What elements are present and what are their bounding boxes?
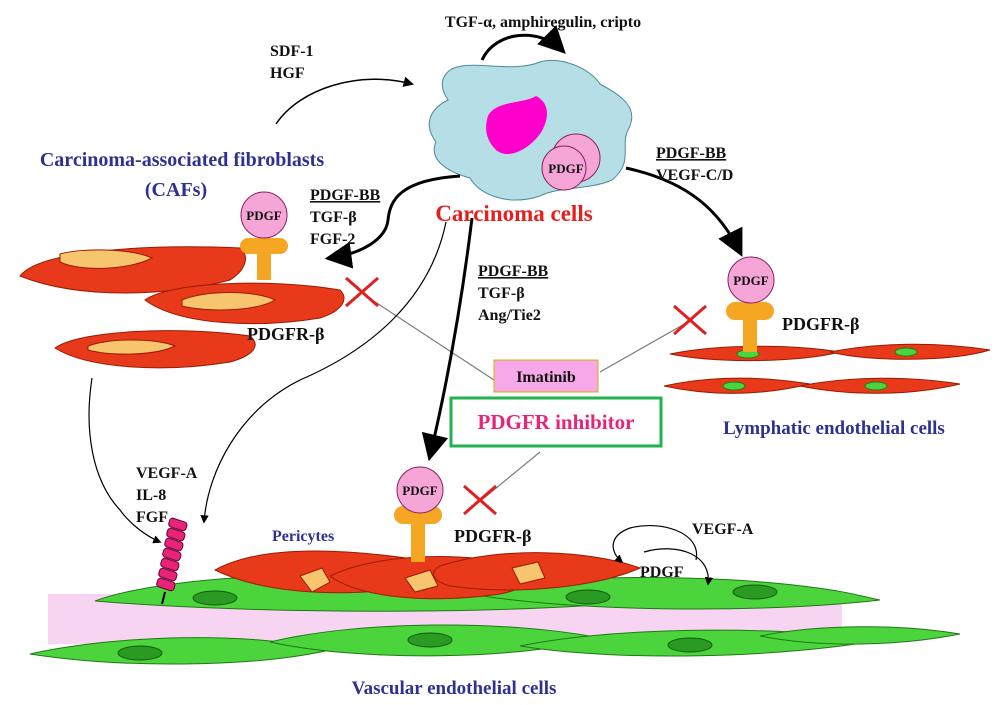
x-mark-caf bbox=[345, 276, 379, 308]
arrow-caf-to-vessel bbox=[88, 377, 162, 544]
center-factor-1: TGF-β bbox=[478, 285, 525, 302]
pdgf-ball-lymphatic: PDGF bbox=[727, 256, 775, 304]
imatinib-inhibition-lines bbox=[359, 291, 689, 499]
left-factor-0: PDGF-BB bbox=[310, 187, 381, 204]
arrow-to-pericyte bbox=[421, 217, 474, 462]
vegf-factor-0: VEGF-A bbox=[136, 465, 198, 482]
hgf-label: HGF bbox=[270, 65, 305, 82]
pdgfr-beta-pericyte: PDGFR-β bbox=[454, 526, 531, 546]
center-factor-0: PDGF-BB bbox=[478, 263, 549, 280]
lymphatic-cells-label: Lymphatic endothelial cells bbox=[723, 418, 945, 439]
imatinib-box bbox=[493, 359, 599, 393]
pdgf-label-caf: PDGF bbox=[246, 208, 281, 223]
caf-title-line2: (CAFs) bbox=[145, 179, 207, 201]
vegf-a-label: VEGF-A bbox=[692, 521, 754, 538]
x-mark-lymphatic bbox=[673, 304, 707, 336]
pericyte-cells bbox=[213, 550, 642, 600]
receptor-lymphatic bbox=[726, 302, 774, 352]
pdgfr-inhibitor-label: PDGFR inhibitor bbox=[478, 410, 635, 434]
pdgfr-inhibitor-box bbox=[449, 396, 663, 448]
arrow-to-lymphatic bbox=[625, 166, 743, 257]
vegf-receptor-stem bbox=[161, 591, 166, 605]
right-factor-1: VEGF-C/D bbox=[656, 167, 733, 184]
arrow-cancer-to-vessel bbox=[200, 221, 447, 524]
pdgf-loop-label: PDGF bbox=[640, 564, 684, 581]
pdgf-label-lymphatic: PDGF bbox=[733, 273, 768, 288]
arrow-loop-pdgf bbox=[643, 548, 714, 586]
pdgf-label-cancer: PDGF bbox=[548, 161, 583, 176]
pdgf-ball-pericyte: PDGF bbox=[396, 466, 444, 514]
caf-cells bbox=[19, 246, 345, 369]
top-factors-label: TGF-α, amphiregulin, cripto bbox=[445, 14, 641, 31]
vegf-factor-2: FGF bbox=[136, 509, 168, 526]
pdgfr-beta-lymphatic: PDGFR-β bbox=[782, 314, 859, 334]
left-factor-1: TGF-β bbox=[310, 209, 357, 226]
sdf1-label: SDF-1 bbox=[270, 43, 314, 60]
arrow-sdf1-hgf bbox=[275, 76, 415, 125]
center-factor-2: Ang/Tie2 bbox=[478, 307, 541, 324]
vascular-cells-label: Vascular endothelial cells bbox=[352, 678, 557, 699]
pdgf-ball-caf: PDGF bbox=[240, 191, 288, 239]
caf-title-line1: Carcinoma-associated fibroblasts bbox=[40, 149, 324, 171]
carcinoma-cell bbox=[428, 60, 633, 201]
pdgf-ball-cancer: PDGF bbox=[541, 133, 601, 191]
vegf-receptor bbox=[156, 517, 188, 592]
pericytes-label: Pericytes bbox=[272, 528, 334, 545]
arrow-to-caf bbox=[324, 174, 461, 269]
x-mark-pericyte bbox=[463, 484, 497, 516]
pdgfr-beta-caf: PDGFR-β bbox=[247, 324, 324, 344]
lymphatic-endothelial-cells bbox=[663, 343, 991, 394]
vegf-factor-1: IL-8 bbox=[136, 487, 166, 504]
right-factor-0: PDGF-BB bbox=[656, 145, 727, 162]
receptor-caf bbox=[240, 238, 288, 280]
arrow-loop-vegf bbox=[612, 524, 698, 564]
arrow-autocrine-top bbox=[480, 25, 566, 61]
pdgf-label-pericyte: PDGF bbox=[402, 483, 437, 498]
carcinoma-cells-label: Carcinoma cells bbox=[435, 201, 592, 226]
imatinib-label: Imatinib bbox=[516, 369, 576, 386]
left-factor-2: FGF-2 bbox=[310, 231, 355, 248]
receptor-pericyte bbox=[394, 506, 442, 562]
